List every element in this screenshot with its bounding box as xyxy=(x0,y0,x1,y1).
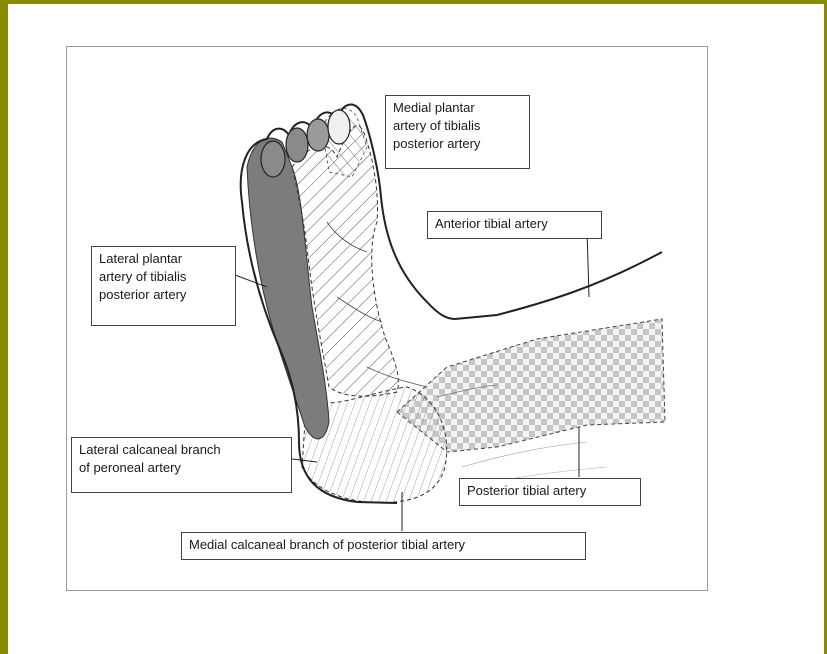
label-medial-plantar: Medial plantar artery of tibialis poster… xyxy=(385,95,530,169)
label-medial-calcaneal-text: Medial calcaneal branch of posterior tib… xyxy=(189,536,578,554)
label-lateral-calcaneal: Lateral calcaneal branch of peroneal art… xyxy=(71,437,292,493)
frame-top-border xyxy=(0,0,827,4)
label-lateral-calcaneal-line-2: of peroneal artery xyxy=(79,459,284,477)
label-lateral-calcaneal-line-1: Lateral calcaneal branch xyxy=(79,441,284,459)
label-lateral-plantar-line-2: artery of tibialis xyxy=(99,268,228,286)
label-medial-plantar-line-3: posterior artery xyxy=(393,135,522,153)
label-medial-calcaneal: Medial calcaneal branch of posterior tib… xyxy=(181,532,586,560)
label-medial-plantar-line-1: Medial plantar xyxy=(393,99,522,117)
toe-1 xyxy=(261,141,285,177)
label-lateral-plantar-line-1: Lateral plantar xyxy=(99,250,228,268)
label-posterior-tibial: Posterior tibial artery xyxy=(459,478,641,506)
toe-4 xyxy=(328,110,350,144)
label-lateral-plantar: Lateral plantar artery of tibialis poste… xyxy=(91,246,236,326)
diagram-panel: Medial plantar artery of tibialis poster… xyxy=(66,46,708,591)
toe-2 xyxy=(286,128,308,162)
label-anterior-tibial: Anterior tibial artery xyxy=(427,211,602,239)
toe-3 xyxy=(307,119,329,151)
label-lateral-plantar-line-3: posterior artery xyxy=(99,286,228,304)
label-medial-plantar-line-2: artery of tibialis xyxy=(393,117,522,135)
label-anterior-tibial-text: Anterior tibial artery xyxy=(435,215,594,233)
frame-left-border xyxy=(0,0,8,654)
label-posterior-tibial-text: Posterior tibial artery xyxy=(467,482,633,500)
